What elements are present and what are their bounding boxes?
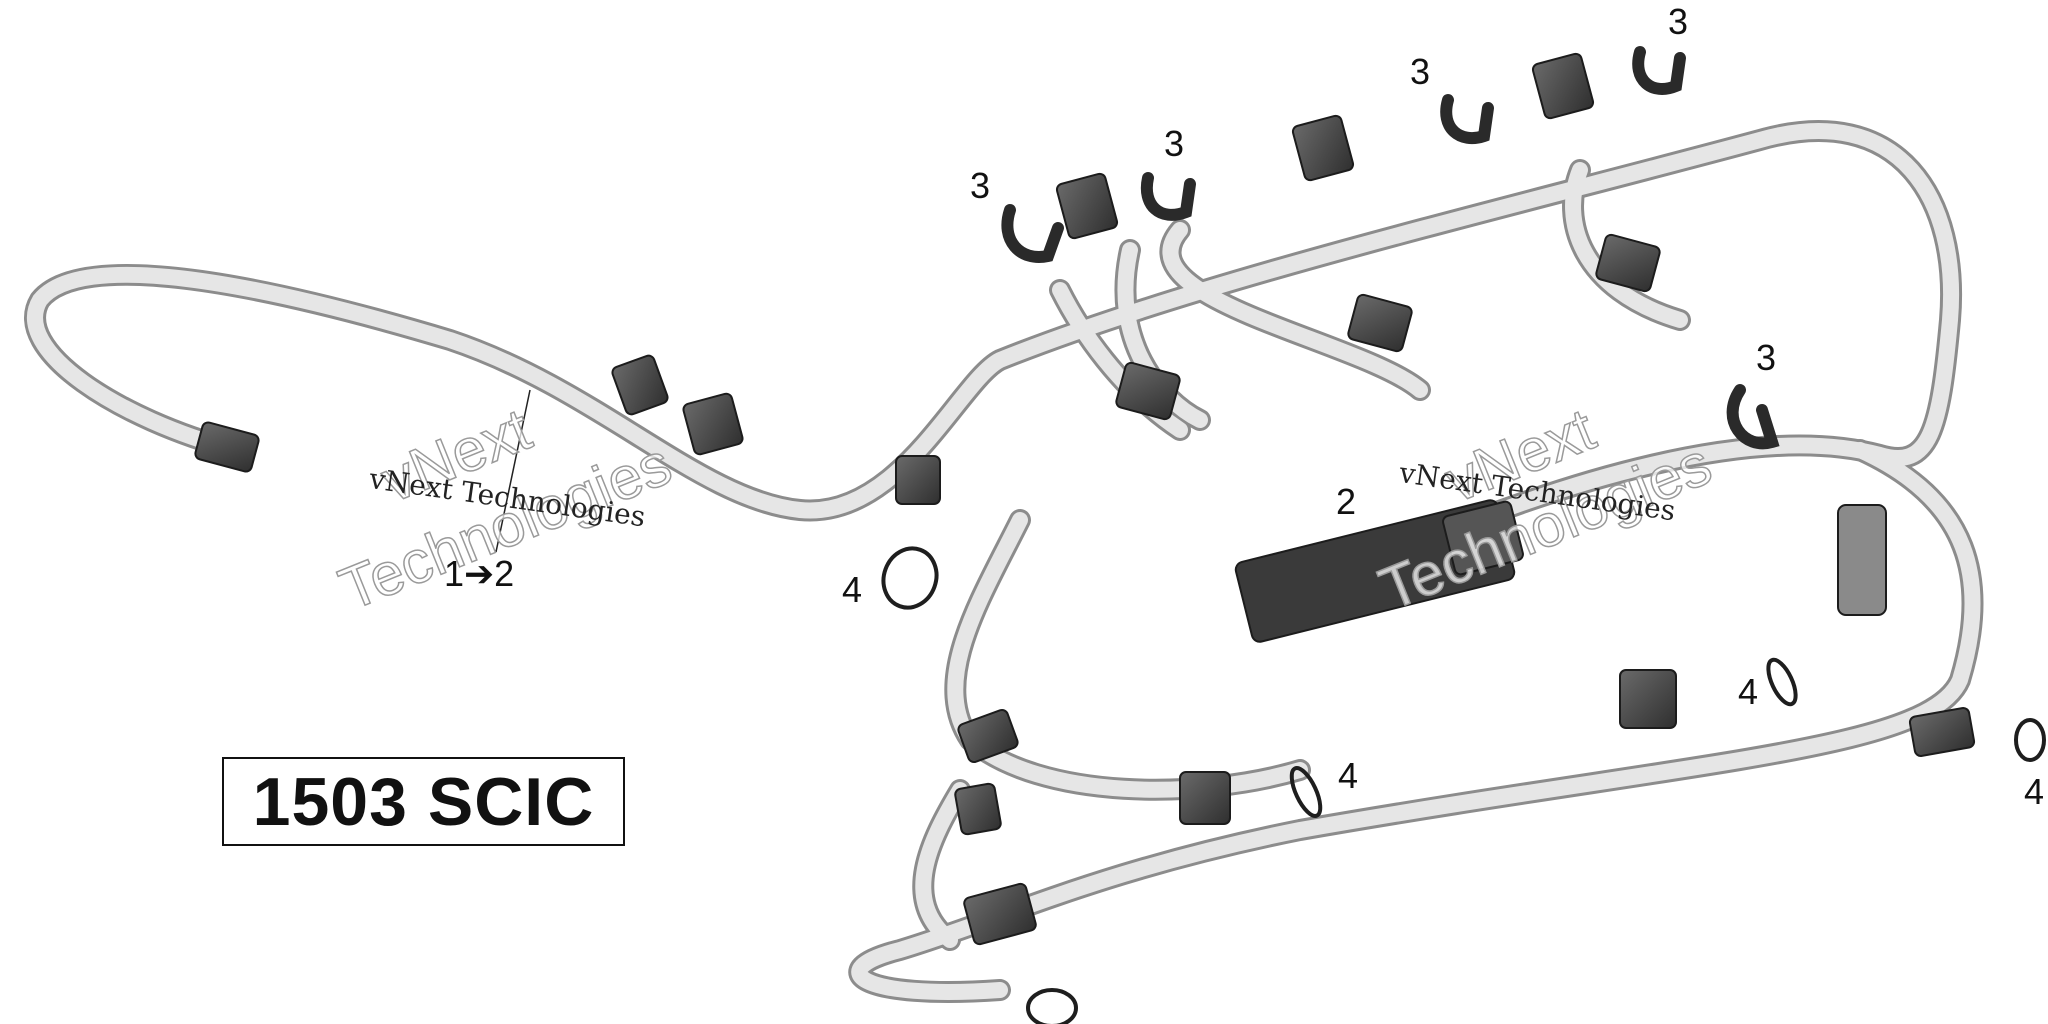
connector-injector-2 <box>1291 114 1355 182</box>
callout-3-a: 3 <box>970 165 991 206</box>
connector-ecm-head <box>1442 500 1524 576</box>
model-label: 1503 SCIC <box>252 763 595 840</box>
connector-lower-mid <box>1619 669 1677 729</box>
clip-4 <box>1632 46 1686 95</box>
connector-sensor-b <box>682 392 744 456</box>
connector-injector-3 <box>1531 52 1595 120</box>
tie-5 <box>1026 988 1078 1024</box>
model-label-box: 1503 SCIC <box>222 757 625 846</box>
note-leader-line <box>495 389 531 553</box>
callout-4-d: 4 <box>2024 771 2045 812</box>
callout-2: 2 <box>1336 481 1357 522</box>
callout-4-c: 4 <box>1738 671 1759 712</box>
clip-2 <box>1140 172 1196 221</box>
connector-lower-center <box>1179 771 1231 825</box>
connector-injector-1 <box>1055 172 1119 240</box>
connector-lower-left-1 <box>957 709 1019 763</box>
connector-grey-vertical <box>1837 504 1887 616</box>
connector-left-end <box>194 421 260 473</box>
callout-note-1-to-2: 1➔2 <box>444 553 515 594</box>
connector-lower-left-2 <box>954 782 1002 836</box>
connector-lower-right <box>1908 707 1976 757</box>
cable-ties <box>881 546 2046 1024</box>
connector-sensor-a <box>611 354 669 416</box>
callout-4-a: 4 <box>842 569 863 610</box>
connectors <box>194 52 1976 946</box>
connector-coil-2 <box>1347 293 1413 353</box>
callout-4-b: 4 <box>1338 755 1359 796</box>
callout-3-b: 3 <box>1164 123 1185 164</box>
clips <box>1001 46 1780 450</box>
clip-1 <box>1001 204 1064 263</box>
callout-3-d: 3 <box>1668 1 1689 42</box>
callout-3-c: 3 <box>1410 51 1431 92</box>
tie-4 <box>2014 718 2046 762</box>
connector-sensor-c <box>895 455 941 505</box>
tie-1 <box>881 546 939 610</box>
connector-coil-1 <box>1115 361 1181 421</box>
tie-3 <box>1766 657 1798 707</box>
clip-5 <box>1726 384 1780 450</box>
harness-cables <box>24 120 1984 1003</box>
callout-3-e: 3 <box>1756 337 1777 378</box>
connector-coil-3 <box>1595 233 1661 293</box>
connector-lower-left-3 <box>963 882 1037 946</box>
clip-3 <box>1440 94 1494 144</box>
tie-2 <box>1289 766 1323 818</box>
